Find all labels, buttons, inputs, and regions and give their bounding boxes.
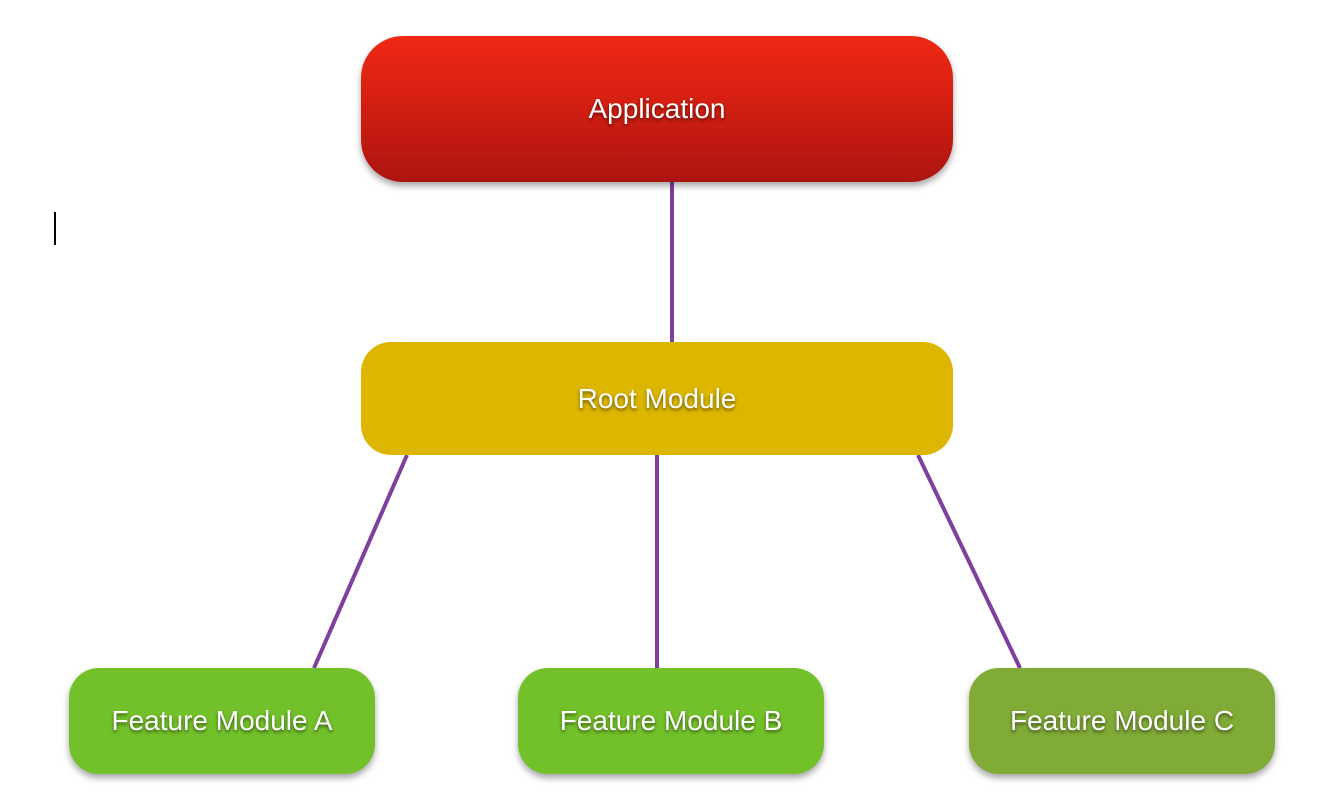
node-feature-module-a[interactable]: Feature Module A [69,668,375,774]
connector-root-feature-c [916,454,1022,669]
node-root-module[interactable]: Root Module [361,342,953,455]
node-root-module-label: Root Module [577,382,737,414]
node-application[interactable]: Application [361,36,953,182]
node-feature-module-b-label: Feature Module B [559,705,783,736]
connector-root-feature-a [312,454,409,669]
node-feature-module-b[interactable]: Feature Module B [518,668,824,774]
node-feature-module-a-label: Feature Module A [111,705,333,736]
node-feature-module-c-label: Feature Module C [1009,705,1235,736]
node-feature-module-c[interactable]: Feature Module C [969,668,1275,774]
text-cursor [54,212,56,245]
node-application-label: Application [588,93,726,124]
